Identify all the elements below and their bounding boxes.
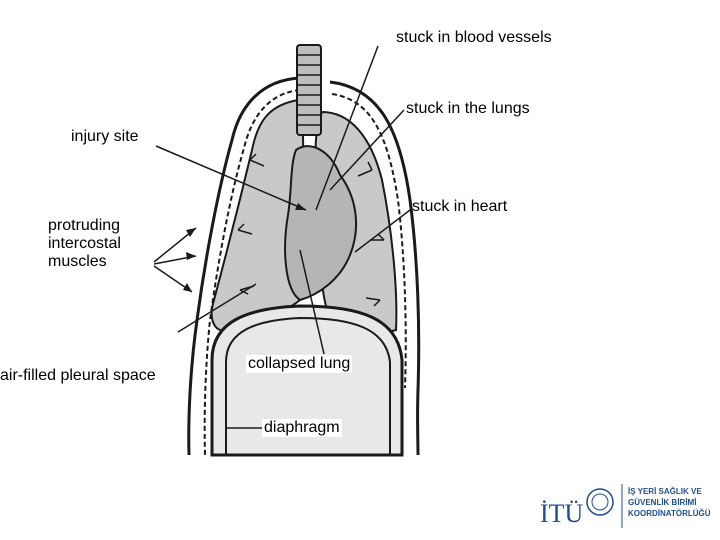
logo-unit-line-1: İŞ YERİ SAĞLIK VE — [628, 487, 702, 496]
logo-unit-line-3: KOORDİNATÖRLÜĞÜ — [628, 509, 711, 518]
label-injury-site: injury site — [71, 128, 139, 145]
label-collapsed-lung: collapsed lung — [246, 355, 353, 373]
chest-wall-left-inner — [203, 89, 301, 456]
label-diaphragm: diaphragm — [262, 419, 342, 437]
label-stuck-in-heart: stuck in heart — [412, 198, 508, 215]
leader-lungs — [329, 109, 405, 191]
chest-wall-right — [329, 80, 421, 456]
label-stuck-in-lungs: stuck in the lungs — [406, 100, 530, 117]
leader-collapsed-lung — [299, 249, 325, 355]
leader-injury-site — [155, 145, 307, 211]
itu-osh-logo: İTÜ İŞ YERİ SAĞLIK VE GÜVENLİK BİRİMİ KO… — [540, 484, 711, 528]
trachea — [296, 44, 322, 136]
leader-pleural-space — [177, 283, 257, 333]
diaphragm-dome — [210, 304, 404, 457]
leader-blood-vessels — [315, 45, 379, 211]
label-air-filled-pleural-space: air-filled pleural space — [0, 367, 156, 384]
label-stuck-in-blood-vessels: stuck in blood vessels — [396, 29, 552, 46]
logo-wordmark: İTÜ — [540, 499, 584, 528]
leader-heart — [354, 209, 411, 253]
logo-unit-line-2: GÜVENLİK BİRİMİ — [628, 498, 696, 507]
chest-wall-right-inner — [331, 93, 407, 389]
chest-wall-left — [187, 76, 301, 456]
logo-seal-icon — [586, 488, 614, 516]
label-protruding-intercostal-muscles: protruding intercostal muscles — [48, 217, 121, 270]
diaphragm-inner — [225, 316, 391, 455]
